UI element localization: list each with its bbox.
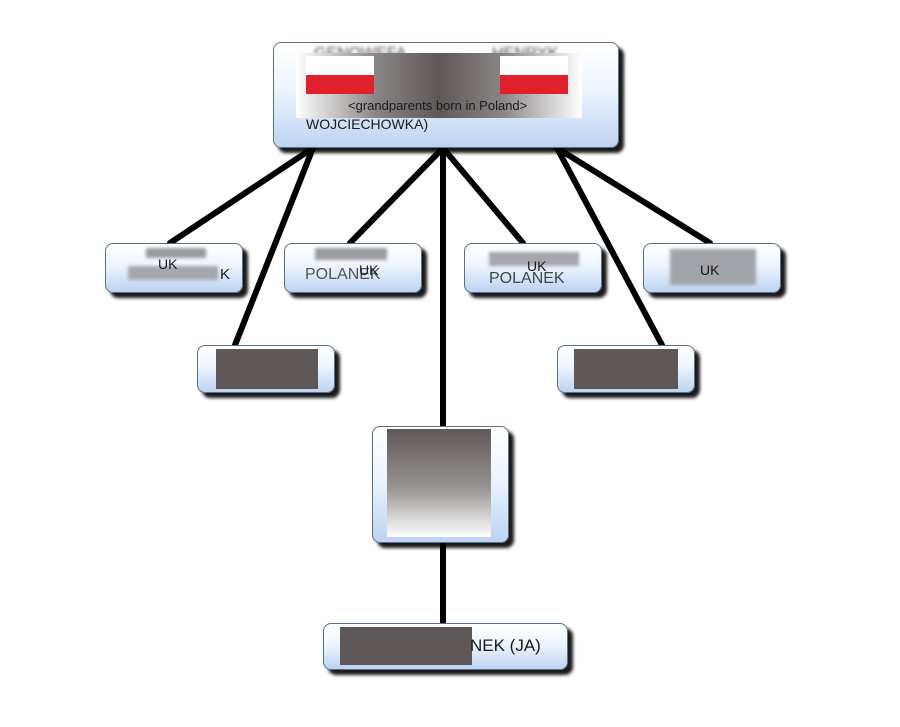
- link-grandparents-child-4: [440, 145, 526, 246]
- redaction-block: [216, 349, 318, 389]
- spouse-box-left[interactable]: [197, 345, 335, 393]
- link-grandparents-child-1-spouse: [232, 145, 316, 348]
- child-3-country: UK: [527, 258, 547, 274]
- grandparents-note: <grandparents born in Poland>: [348, 98, 528, 113]
- child-box-2[interactable]: POLANEK UK: [284, 243, 422, 293]
- child-2-pixelated-name: [315, 248, 387, 260]
- redaction-block: [340, 627, 472, 665]
- child-1-pixelated-surname: [128, 266, 218, 280]
- child-3-surname-fragment: POLANEK: [489, 270, 565, 287]
- child-1-surname-fragment: K: [220, 266, 231, 283]
- child-1-country: UK: [158, 256, 178, 272]
- child-2-country: UK: [359, 262, 379, 278]
- me-box[interactable]: NEK (JA): [323, 623, 568, 670]
- poland-flag-icon: [500, 56, 568, 94]
- redaction-block: [387, 429, 491, 537]
- child-box-1[interactable]: UK K: [105, 243, 243, 293]
- child-4-country: UK: [700, 262, 720, 278]
- child-4-pixelated-name: [670, 249, 756, 285]
- child-1-pixelated-name: [146, 248, 206, 258]
- child-2-surname-fragment: POLANEK: [305, 266, 381, 283]
- grandmother-maiden-name: WOJCIECHOWKA): [306, 116, 429, 132]
- child-box-4[interactable]: UK: [643, 243, 781, 293]
- grandparents-box[interactable]: GENOWEFA HENRYK <grandparents born in Po…: [273, 42, 619, 148]
- child-box-3[interactable]: UK POLANEK: [464, 243, 602, 293]
- redaction-block: [574, 349, 678, 389]
- parent-box[interactable]: [372, 426, 509, 543]
- link-grandparents-child-5-spouse: [554, 145, 665, 348]
- me-label: NEK (JA): [470, 636, 541, 655]
- spouse-box-right[interactable]: [557, 345, 695, 393]
- link-grandparents-child-2: [347, 145, 446, 246]
- link-grandparents-child-5: [554, 145, 713, 246]
- poland-flag-icon: [306, 56, 374, 94]
- child-3-pixelated-name: [489, 252, 579, 266]
- link-grandparents-child-1: [167, 145, 316, 246]
